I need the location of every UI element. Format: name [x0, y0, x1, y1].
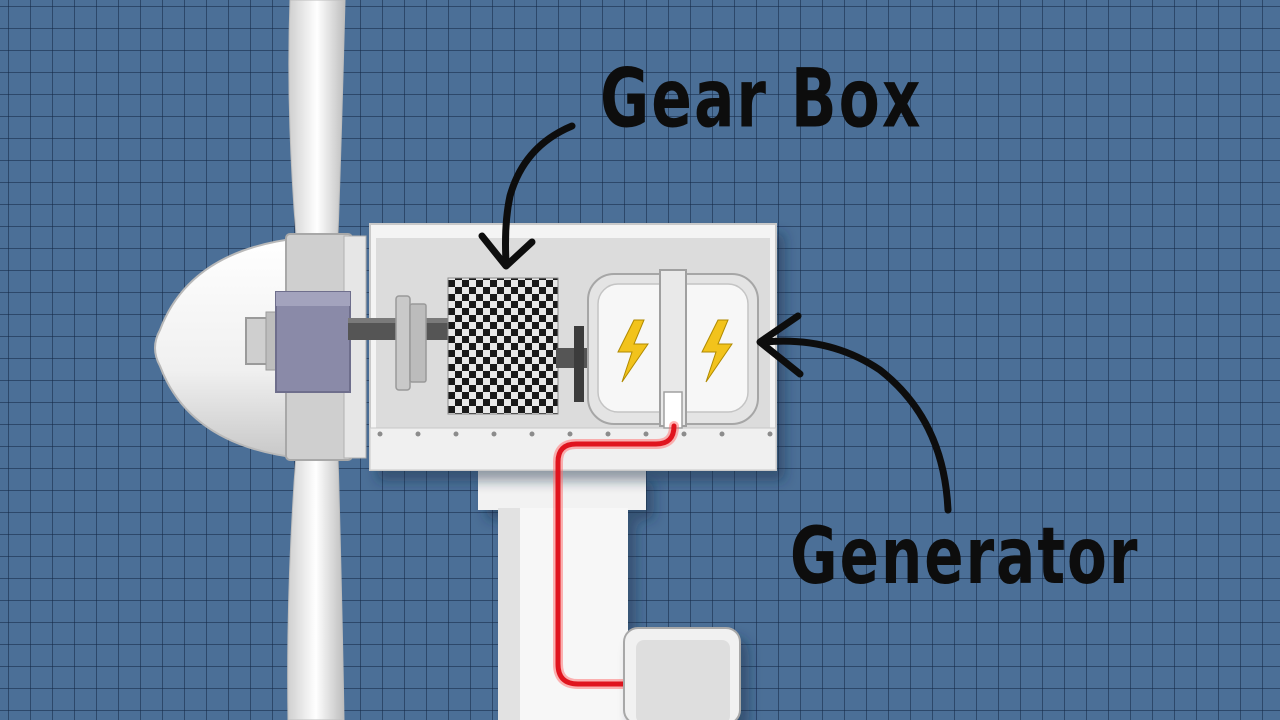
rotor-blades [287, 0, 346, 720]
gearbox [447, 277, 559, 415]
upper-blade [288, 0, 346, 236]
gearbox-label: Gear Box [600, 52, 923, 147]
junction-box [623, 627, 741, 720]
nacelle-rivets [377, 431, 773, 437]
nose-cone [154, 236, 301, 460]
generator-label: Generator [790, 510, 1140, 602]
lightning-bolt-icon [617, 319, 649, 383]
generator [587, 269, 759, 429]
lightning-bolt-icon [701, 319, 733, 383]
shaft-coupling [395, 295, 427, 391]
hub-assembly [245, 233, 367, 461]
lower-blade [287, 454, 345, 720]
gearbox-arrow [478, 122, 576, 270]
generator-arrow [756, 312, 952, 514]
